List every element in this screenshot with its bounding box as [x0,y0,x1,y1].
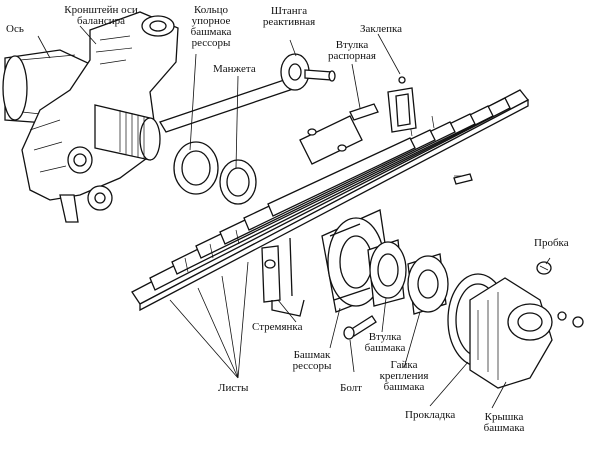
shoe-cover-part [469,277,553,389]
label-leaves: Листы [218,382,249,394]
thrust-ring-part [173,141,219,195]
label-shoe-thrust-ring: Кольцо упорное башмака рессоры [190,4,232,49]
label-axle: Ось [6,23,24,35]
label-shoe-bushing: Втулка башмака [364,331,406,354]
small-screws [453,173,584,328]
bolt-part [343,315,377,340]
label-spacer-bushing: Втулка распорная [328,39,376,62]
shoe-nut-part [407,253,449,315]
label-cuff: Манжета [213,63,256,75]
label-plug: Пробка [534,237,569,249]
cuff-part [219,159,257,205]
reaction-rod-part [159,53,336,133]
label-balancer-bracket: Кронштейн оси балансира [64,4,138,27]
label-u-bolt: Стремянка [252,321,303,333]
plug-part [536,261,552,275]
label-gasket: Прокладка [405,409,456,421]
label-reaction-rod: Штанга реактивная [262,5,316,28]
label-shoe-nut: Гайка крепления башмака [379,359,429,393]
leader-lines [37,25,551,409]
label-shoe-cover: Крышка башмака [483,411,525,434]
label-bolt: Болт [340,382,362,394]
label-rivet: Заклепка [360,23,403,35]
leaf-spring-part [131,76,529,312]
spindle-part [94,104,161,161]
shoe-bushing-part [367,239,407,307]
label-spring-shoe: Башмак рессоры [292,349,332,372]
u-bolt-part [261,175,470,317]
